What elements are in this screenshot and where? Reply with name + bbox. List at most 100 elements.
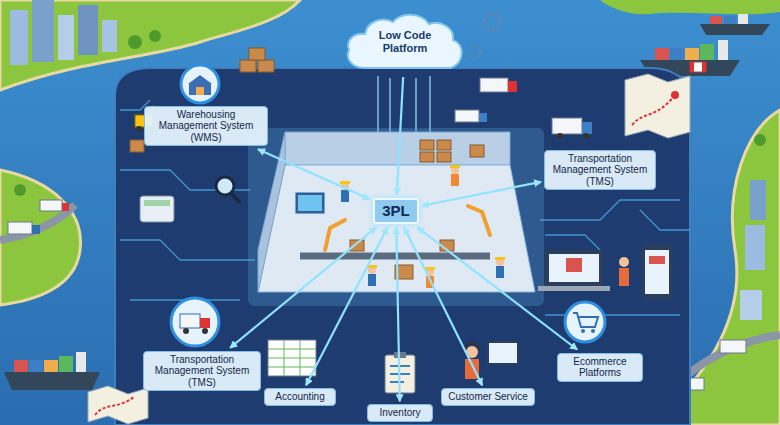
central-board — [115, 68, 690, 425]
delivery-truck — [508, 81, 517, 92]
laptop — [545, 250, 603, 286]
delivery-truck — [479, 113, 487, 122]
worker — [368, 266, 376, 274]
connector-arrow — [306, 227, 388, 385]
spreadsheet — [268, 340, 316, 376]
route-map — [632, 95, 675, 125]
cargo-ship — [76, 352, 86, 372]
support-agent — [465, 343, 479, 350]
system-label: Ecommerce Platforms — [557, 353, 643, 382]
city-buildings — [102, 20, 117, 52]
worker — [496, 266, 504, 278]
shopper — [619, 268, 629, 286]
city-buildings — [740, 290, 762, 320]
cargo-ship — [738, 14, 748, 24]
city-buildings — [750, 180, 766, 220]
gear-icon — [468, 14, 500, 58]
conveyor-belt — [300, 253, 490, 260]
cloud-beams — [415, 78, 417, 132]
shopper — [619, 257, 629, 267]
calculator — [140, 196, 174, 222]
cardboard-box — [420, 140, 434, 150]
support-agent — [488, 342, 518, 364]
route-map — [88, 386, 148, 424]
delivery-truck — [582, 122, 592, 134]
icon-circle — [196, 87, 204, 95]
delivery-truck — [552, 118, 582, 134]
icon-circle — [181, 65, 219, 103]
hub-box: 3PL — [373, 198, 419, 225]
city-buildings — [745, 225, 765, 270]
laptop — [538, 286, 610, 291]
robot-arm — [325, 220, 345, 250]
central-board — [115, 68, 690, 425]
worker — [368, 274, 376, 286]
smartphone — [642, 245, 672, 299]
icon-circle — [183, 328, 189, 334]
city-buildings — [58, 15, 74, 60]
route-map — [671, 91, 679, 99]
worker — [340, 181, 350, 184]
cargo-ship — [14, 360, 28, 372]
warehouse-room — [248, 128, 544, 306]
node-text: Transportation Management System (TMS) — [549, 153, 651, 188]
circuit-lines — [540, 200, 680, 220]
trees — [149, 30, 161, 42]
spreadsheet — [268, 340, 316, 376]
land — [600, 0, 780, 14]
cargo-ship — [4, 372, 100, 390]
route-map — [88, 74, 690, 424]
gear-icon — [468, 46, 480, 58]
shopper — [619, 257, 629, 286]
delivery-truck — [455, 110, 479, 122]
laptop — [538, 250, 610, 291]
cardboard-box — [350, 240, 364, 251]
smartphone — [645, 250, 669, 294]
cargo-ship — [700, 44, 714, 60]
worker — [451, 174, 459, 186]
spreadsheet — [268, 340, 316, 376]
icon-circle — [171, 298, 219, 346]
cloud-beams — [429, 76, 431, 132]
node-text: Warehousing Management System (WMS) — [149, 109, 263, 144]
city-buildings — [32, 0, 54, 62]
calculator — [144, 200, 170, 206]
icon-circle — [573, 313, 598, 327]
laptop — [549, 254, 599, 282]
node-text: Transportation Management System (TMS) — [148, 354, 256, 389]
route-map — [625, 74, 690, 138]
cargo-ship — [29, 360, 43, 372]
circuit-lines — [120, 240, 255, 260]
worker — [495, 257, 505, 260]
system-label: Accounting — [264, 388, 336, 406]
trees — [754, 134, 766, 146]
node-text: Inventory — [372, 407, 428, 419]
cloud-beams — [389, 78, 391, 132]
control-screen — [298, 195, 322, 211]
cargo-ship — [670, 48, 684, 60]
system-label: Customer Service — [441, 388, 535, 406]
cargo-ship — [710, 16, 722, 24]
node-text: 3PL — [377, 203, 415, 220]
control-screen — [295, 192, 325, 214]
node-text: Ecommerce Platforms — [562, 356, 638, 379]
clipboard — [394, 352, 406, 358]
smartphone — [649, 256, 665, 264]
cloud-beams — [377, 76, 379, 132]
cardboard-box — [130, 48, 484, 279]
worker — [451, 166, 459, 174]
cardboard-box — [258, 60, 274, 72]
delivery-truck — [480, 78, 508, 92]
node-text: Customer Service — [446, 391, 530, 403]
calculator — [140, 196, 174, 222]
icon-circle — [200, 318, 210, 328]
cargo-ship — [718, 40, 728, 60]
flag-pin — [690, 62, 706, 72]
icon-circle — [189, 84, 211, 95]
city-buildings — [78, 5, 98, 55]
icon-circle — [188, 75, 212, 84]
cloud-outline — [348, 15, 462, 68]
magnifier — [216, 177, 240, 203]
